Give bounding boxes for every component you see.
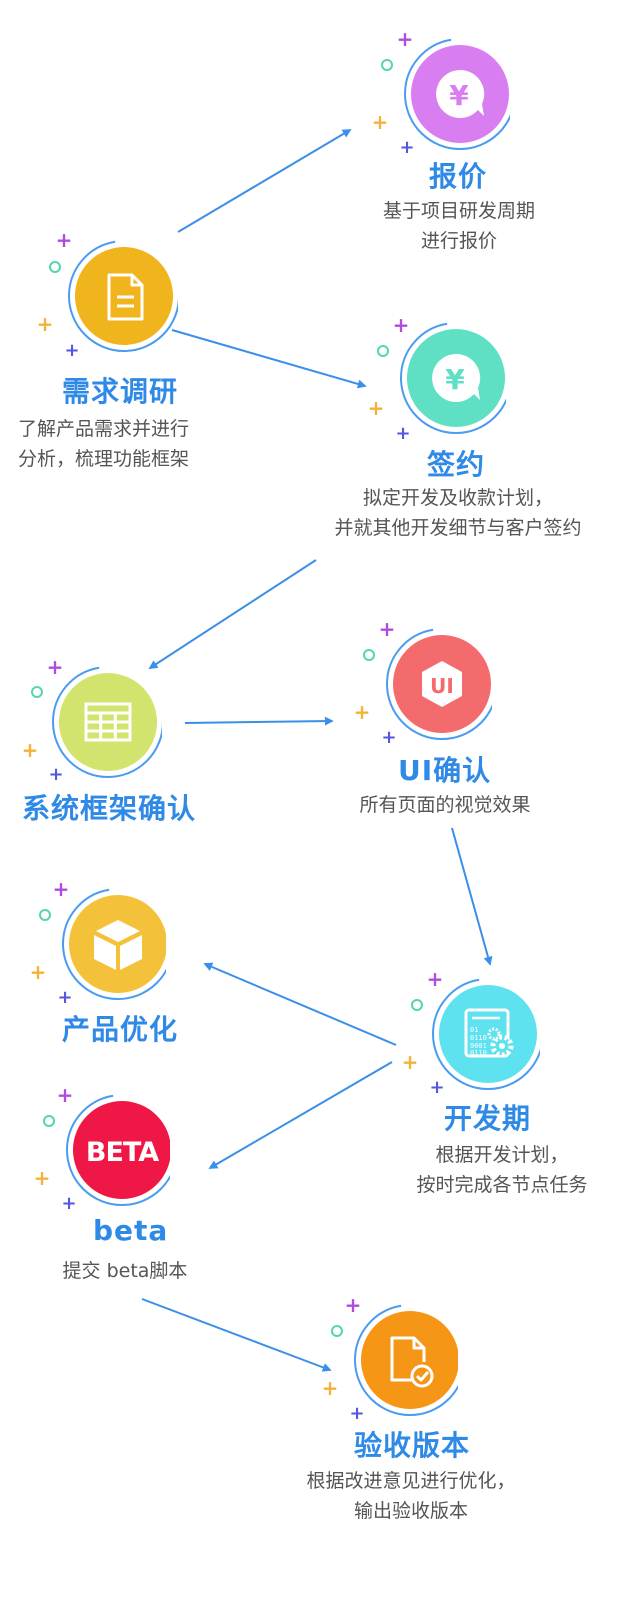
code-text: 0110	[470, 1034, 487, 1042]
arrow-dev-to-beta	[208, 1061, 393, 1169]
ui-icon-text: UI	[430, 674, 454, 698]
arrow-research-to-quote	[177, 129, 352, 233]
beta-circle	[73, 1101, 170, 1199]
svg-text:+: +	[399, 137, 414, 158]
step-title: 报价	[429, 160, 488, 193]
code-gear-icon: 01 0110 9001 0110	[464, 1008, 514, 1058]
code-text: 01	[470, 1026, 478, 1034]
svg-text:+: +	[34, 1166, 51, 1190]
svg-text:+: +	[427, 967, 444, 991]
svg-text:+: +	[395, 423, 410, 444]
grid-table-icon	[84, 702, 132, 742]
step-description: 基于项目研发周期 进行报价	[354, 196, 564, 256]
svg-text:+: +	[354, 700, 371, 724]
desc-line: 基于项目研发周期	[382, 200, 535, 222]
svg-text:+: +	[379, 617, 396, 641]
desc-line: 了解产品需求并进行	[18, 418, 190, 440]
svg-text:+: +	[381, 727, 396, 748]
code-text: 0110	[470, 1049, 487, 1057]
desc-line: 根据开发计划，	[435, 1144, 569, 1166]
desc-line: 输出验收版本	[353, 1500, 468, 1522]
desc-line: 根据改进意见进行优化，	[306, 1470, 516, 1492]
dev-badge: + + + 01 0110 9001 0110	[400, 966, 540, 1106]
svg-text:+: +	[372, 110, 389, 134]
document-check-icon	[390, 1336, 434, 1388]
svg-text:+: +	[47, 655, 64, 679]
yen-chat-icon: ¥	[432, 353, 481, 402]
svg-text:+: +	[61, 1193, 76, 1214]
research-badge: + + +	[38, 228, 178, 368]
desc-line: 所有页面的视觉效果	[359, 794, 531, 816]
svg-text:+: +	[30, 960, 47, 984]
accept-badge: + + +	[318, 1292, 458, 1432]
yen-chat-icon: ¥	[436, 69, 485, 118]
arrow-sign-to-framework	[148, 559, 317, 669]
beta-badge: + + + BETA	[30, 1082, 170, 1222]
svg-text:+: +	[53, 877, 70, 901]
quote-badge: + + + ¥	[370, 26, 510, 166]
desc-line: 提交 beta脚本	[62, 1260, 188, 1282]
accept-circle	[361, 1311, 458, 1409]
ui-badge-icon: UI	[422, 661, 462, 707]
beta-badge-icon: BETA	[86, 1137, 159, 1168]
svg-text:+: +	[57, 1083, 74, 1107]
framework-badge: + + +	[22, 654, 162, 794]
desc-line: 分析，梳理功能框架	[18, 448, 190, 470]
desc-line: 并就其他开发细节与客户签约	[334, 517, 582, 539]
desc-line: 进行报价	[420, 230, 497, 252]
step-title: 签约	[427, 448, 486, 481]
step-title: beta	[93, 1214, 169, 1247]
sign-badge: + + + ¥	[366, 312, 506, 452]
step-description: 拟定开发及收款计划， 并就其他开发细节与客户签约	[300, 483, 616, 543]
svg-text:+: +	[64, 340, 79, 361]
step-title: 验收版本	[354, 1429, 471, 1462]
svg-text:+: +	[393, 313, 410, 337]
step-title: 系统框架确认	[22, 792, 197, 825]
svg-text:+: +	[56, 228, 73, 252]
arrow-beta-to-accept	[141, 1298, 332, 1372]
arrow-research-to-sign	[171, 329, 367, 389]
step-description: 所有页面的视觉效果	[330, 790, 560, 820]
svg-text:+: +	[22, 738, 38, 762]
step-title: UI确认	[398, 754, 492, 787]
svg-text:+: +	[345, 1293, 362, 1317]
optimize-badge: + + +	[26, 876, 166, 1016]
desc-line: 按时完成各节点任务	[416, 1174, 588, 1196]
step-description: 根据改进意见进行优化， 输出验收版本	[286, 1466, 536, 1526]
svg-text:+: +	[397, 27, 414, 51]
svg-text:+: +	[429, 1077, 444, 1098]
document-icon	[107, 273, 144, 321]
step-description: 根据开发计划， 按时完成各节点任务	[392, 1140, 612, 1200]
step-title: 需求调研	[62, 375, 179, 408]
svg-text:¥: ¥	[445, 363, 465, 396]
arrow-dev-to-optimize	[203, 962, 397, 1046]
code-text: 9001	[470, 1042, 487, 1050]
step-description: 了解产品需求并进行 分析，梳理功能框架	[18, 414, 189, 474]
svg-text:¥: ¥	[449, 79, 469, 112]
svg-text:+: +	[368, 396, 385, 420]
step-title: 开发期	[444, 1102, 532, 1135]
svg-text:+: +	[402, 1050, 419, 1074]
step-description: 提交 beta脚本	[40, 1256, 210, 1286]
svg-text:+: +	[322, 1376, 339, 1400]
arrow-framework-to-ui	[184, 716, 334, 726]
svg-text:+: +	[38, 312, 53, 336]
optimize-circle	[69, 895, 166, 993]
desc-line: 拟定开发及收款计划，	[362, 487, 553, 509]
svg-text:+: +	[349, 1403, 364, 1424]
arrow-ui-to-dev	[451, 827, 493, 966]
cube-icon	[94, 920, 142, 970]
step-title: 产品优化	[62, 1013, 179, 1046]
svg-text:+: +	[57, 987, 72, 1008]
svg-text:+: +	[48, 764, 63, 785]
ui-badge: + + + UI	[352, 616, 492, 756]
